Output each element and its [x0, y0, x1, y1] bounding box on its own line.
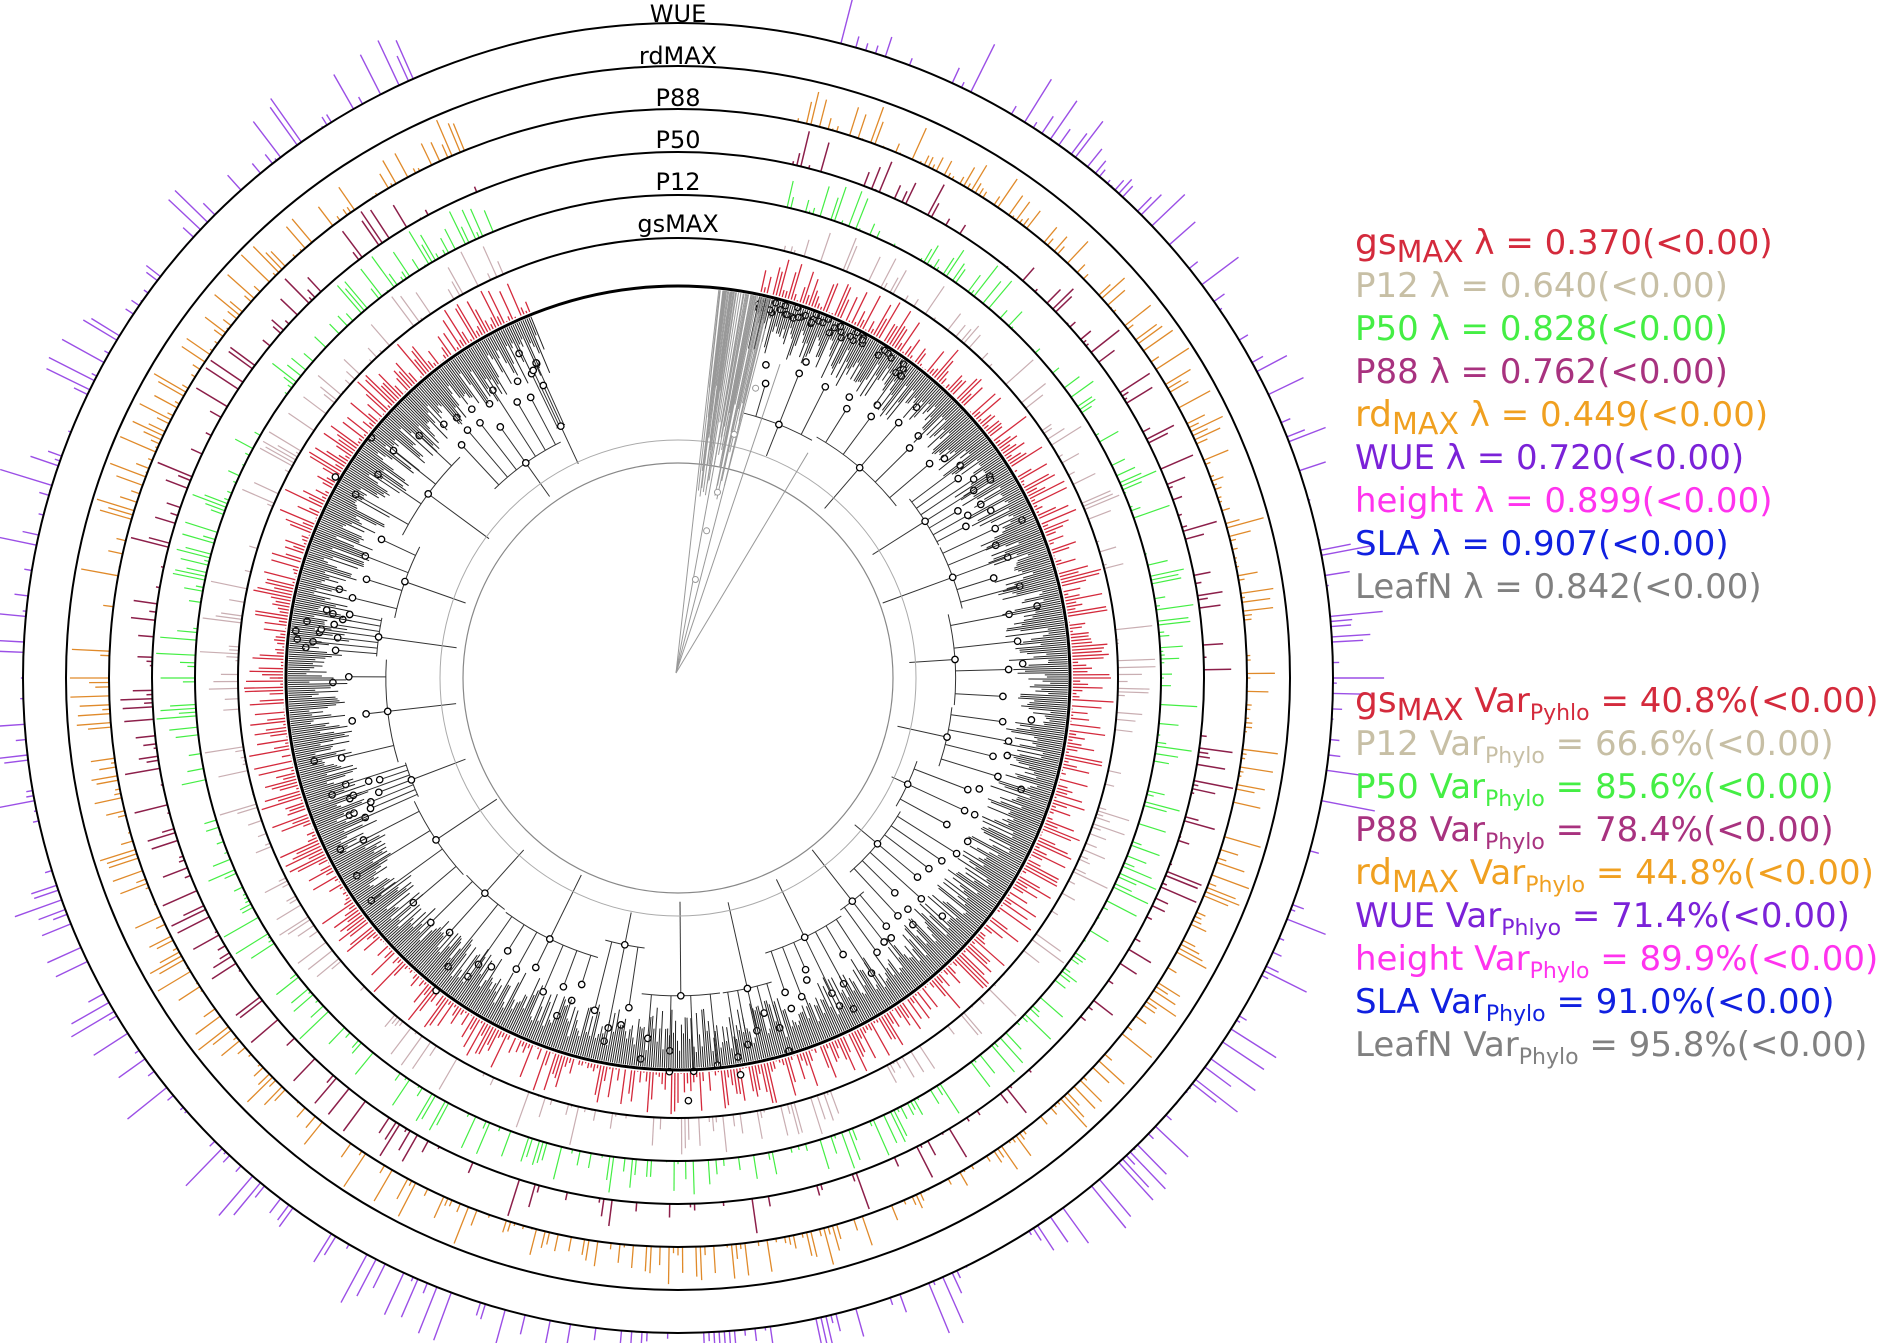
lambda-legend-P50: P50 λ = 0.828(<0.00) — [1355, 309, 1728, 349]
ring-label-rdmax: rdMAX — [639, 42, 717, 70]
ring-label-wue: WUE — [650, 0, 706, 28]
variance-legend-LeafN: LeafN VarPhylo = 95.8%(<0.00) — [1355, 1025, 1867, 1070]
lambda-legend-LeafN: LeafN λ = 0.842(<0.00) — [1355, 567, 1762, 607]
trait-ring-0 — [237, 237, 1119, 1119]
variance-legend-height: height VarPhylo = 89.9%(<0.00) — [1355, 939, 1878, 984]
lambda-legend-SLA: SLA λ = 0.907(<0.00) — [1355, 524, 1729, 564]
variance-legend-gsMAX: gsMAX VarPyhlo = 40.8%(<0.00) — [1355, 680, 1878, 728]
tree-tip-ring — [284, 284, 1072, 1072]
ring-label-gsmax: gsMAX — [637, 210, 718, 238]
trait-bars-layer — [0, 0, 1385, 1343]
ring-label-p50: P50 — [655, 126, 700, 154]
ring-label-p88: P88 — [655, 84, 700, 112]
variance-legend-rdMAX: rdMAX VarPhylo = 44.8%(<0.00) — [1355, 852, 1874, 900]
variance-legend-P12: P12 VarPhylo = 66.6%(<0.00) — [1355, 724, 1834, 769]
trait-ring-5 — [22, 22, 1334, 1334]
variance-legend-SLA: SLA VarPhylo = 91.0%(<0.00) — [1355, 982, 1834, 1027]
lambda-legend: gsMAX λ = 0.370(<0.00)P12 λ = 0.640(<0.0… — [1355, 222, 1773, 607]
trait-rings — [22, 22, 1334, 1334]
trait-ring-1 — [194, 194, 1162, 1162]
p12-bars — [199, 232, 1156, 1155]
trait-ring-4 — [65, 65, 1291, 1291]
variance-legend: gsMAX VarPyhlo = 40.8%(<0.00)P12 VarPhyl… — [1355, 680, 1878, 1070]
lambda-legend-WUE: WUE λ = 0.720(<0.00) — [1355, 438, 1744, 478]
trait-ring-2 — [151, 151, 1205, 1205]
lambda-legend-rdMAX: rdMAX λ = 0.449(<0.00) — [1355, 394, 1768, 442]
wue-bars — [0, 0, 1385, 1343]
lambda-legend-P88: P88 λ = 0.762(<0.00) — [1355, 352, 1728, 392]
lambda-legend-height: height λ = 0.899(<0.00) — [1355, 481, 1772, 521]
phylogenetic-tree — [287, 290, 1069, 1105]
rdmax-bars — [69, 91, 1278, 1285]
lambda-legend-P12: P12 λ = 0.640(<0.00) — [1355, 266, 1728, 306]
ring-labels: WUE rdMAX P88 P50 P12 gsMAX — [637, 0, 718, 238]
variance-legend-P50: P50 VarPhylo = 85.6%(<0.00) — [1355, 767, 1834, 812]
trait-ring-3 — [108, 108, 1248, 1248]
lambda-legend-gsMAX: gsMAX λ = 0.370(<0.00) — [1355, 222, 1773, 270]
variance-legend-P88: P88 VarPhylo = 78.4%(<0.00) — [1355, 810, 1834, 855]
ring-label-p12: P12 — [655, 168, 700, 196]
variance-legend-WUE: WUE VarPhlyo = 71.4%(<0.00) — [1355, 896, 1850, 941]
gsmax-bars — [243, 259, 1114, 1115]
p50-bars — [156, 180, 1198, 1195]
